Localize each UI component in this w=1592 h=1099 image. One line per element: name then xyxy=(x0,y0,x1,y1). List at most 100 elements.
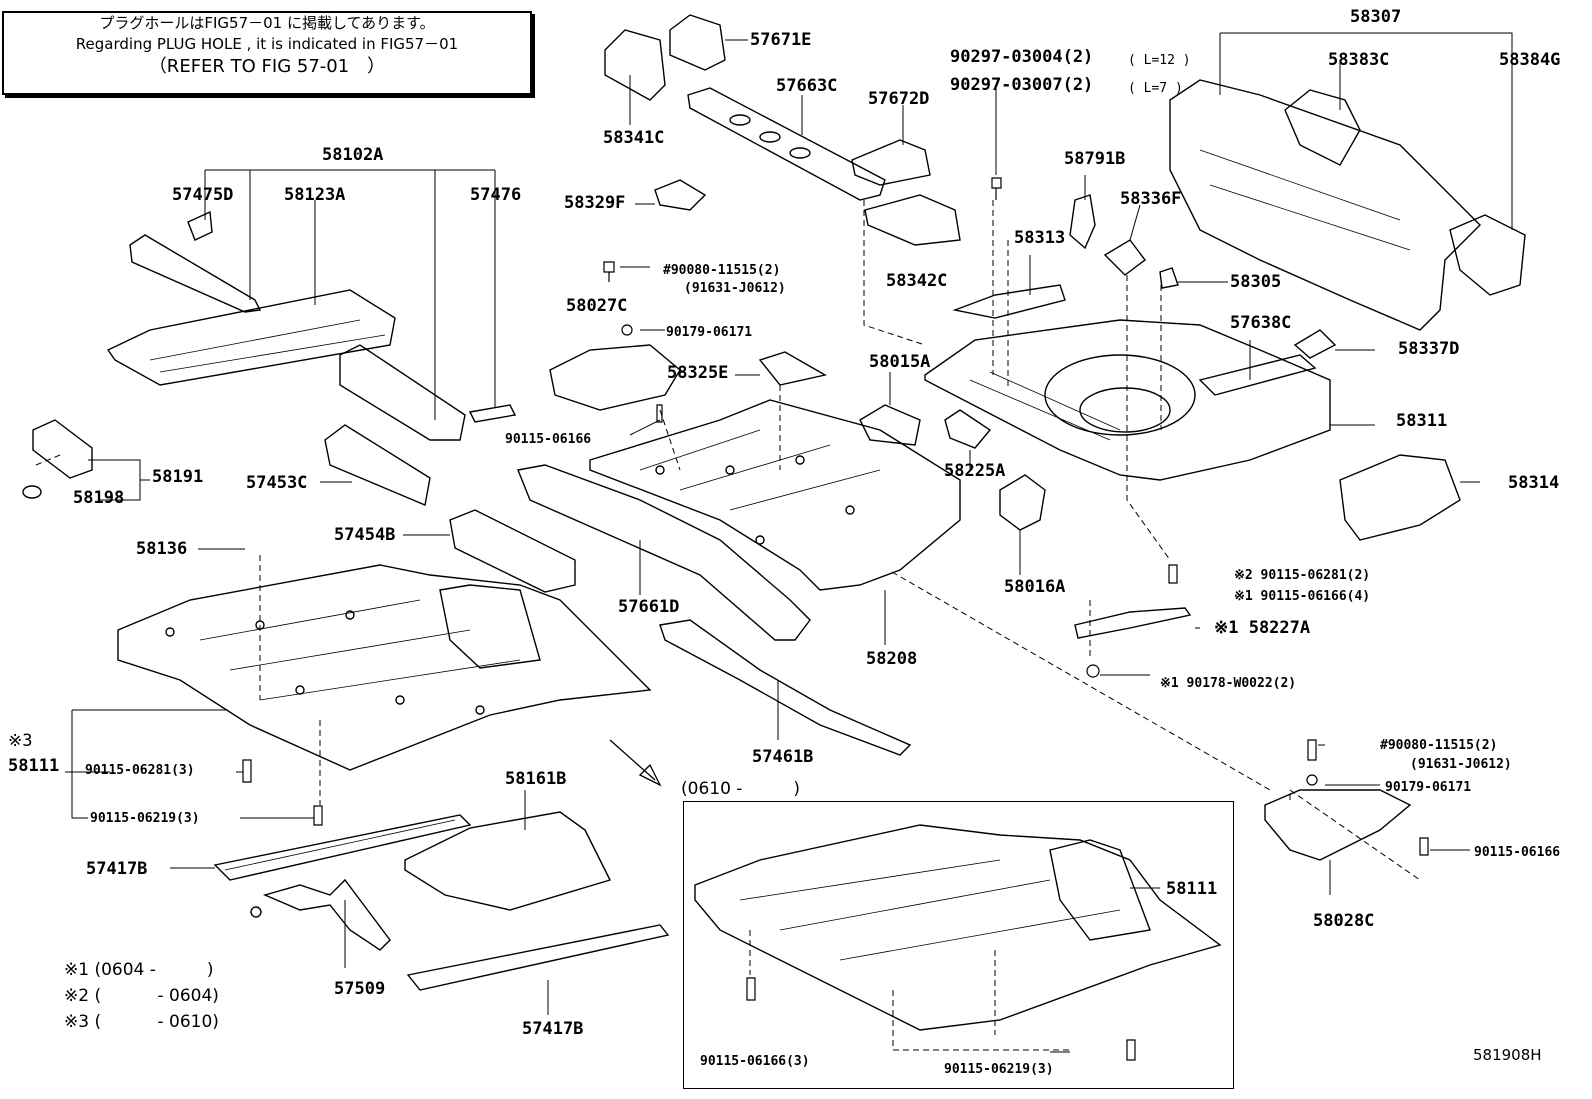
part-57461B xyxy=(659,619,912,756)
label-58102A: 58102A xyxy=(322,145,384,165)
footnote-3: ※3 ( - 0610) xyxy=(64,1012,219,1032)
label-57461B: 57461B xyxy=(752,747,814,767)
part-57638C xyxy=(1198,354,1317,396)
part-58027C xyxy=(549,344,681,411)
part-58227A xyxy=(1074,607,1192,639)
part-58337D xyxy=(1293,329,1337,359)
part-58325E xyxy=(758,351,827,386)
label-57638C: 57638C xyxy=(1230,313,1292,333)
note-line-refer: （REFER TO FIG 57-01 ） xyxy=(148,56,386,77)
part-57417B-b xyxy=(406,924,670,991)
label-58325E: 58325E xyxy=(667,363,729,383)
label-57476: 57476 xyxy=(470,185,522,205)
label-58305: 58305 xyxy=(1230,272,1282,292)
part-58313 xyxy=(952,284,1066,319)
part-57671E xyxy=(669,14,726,71)
part-58028C xyxy=(1264,789,1412,861)
label-90115-06281-3: 90115-06281(3) xyxy=(85,763,195,778)
label-90297-03004-length: ( L=12 ) xyxy=(1128,53,1191,68)
label-58123A: 58123A xyxy=(284,185,346,205)
part-58016A xyxy=(999,474,1046,531)
part-58384G xyxy=(1449,214,1526,296)
label-58342C: 58342C xyxy=(886,271,948,291)
label-57453C: 57453C xyxy=(246,473,308,493)
label-90297-03007: 90297-03007(2) xyxy=(950,75,1094,95)
part-58015A xyxy=(859,404,921,446)
part-58311-floor xyxy=(924,319,1331,481)
part-58336F xyxy=(1103,239,1146,276)
label-58227A: ※1 58227A xyxy=(1214,618,1311,638)
leader-lines xyxy=(65,32,1513,1053)
label-57454B: 57454B xyxy=(334,525,396,545)
label-58313: 58313 xyxy=(1014,228,1066,248)
label-58028C: 58028C xyxy=(1313,911,1375,931)
label-90115-06166-3: 90115-06166(3) xyxy=(700,1054,810,1069)
label-58198: 58198 xyxy=(73,488,125,508)
label-57672D: 57672D xyxy=(868,89,930,109)
label-90179-06171-a: 90179-06171 xyxy=(666,325,753,340)
label-90178-W0022: ※1 90178-W0022(2) xyxy=(1160,676,1297,691)
part-58208-floor xyxy=(589,399,961,591)
part-58102A-group xyxy=(106,210,517,441)
part-58307-panel xyxy=(1169,79,1481,331)
part-57663C xyxy=(687,87,886,201)
label-90115-06219-3-b: 90115-06219(3) xyxy=(944,1062,1054,1077)
label-58111: 58111 xyxy=(8,756,60,776)
part-57661D xyxy=(517,464,811,641)
label-58341C: 58341C xyxy=(603,128,665,148)
label-90179-06171-b: 90179-06171 xyxy=(1385,780,1472,795)
label-90080-11515-a: #90080-11515(2) xyxy=(663,263,781,278)
label-58136: 58136 xyxy=(136,539,188,559)
label-58384G: 58384G xyxy=(1499,50,1561,70)
label-58337D: 58337D xyxy=(1398,339,1460,359)
inset-range-label: (0610 - ) xyxy=(681,779,801,799)
note-line-english: Regarding PLUG HOLE , it is indicated in… xyxy=(75,35,459,53)
label-58161B: 58161B xyxy=(505,769,567,789)
label-58383C: 58383C xyxy=(1328,50,1390,70)
plug-hole-note: プラグホールはFIG57－01 に掲載してあります。 Regarding PLU… xyxy=(2,11,532,95)
part-58305 xyxy=(1159,267,1179,289)
label-57475D: 57475D xyxy=(172,185,234,205)
label-91631-J0612-b: (91631-J0612) xyxy=(1410,757,1512,772)
dashed-guide-lines xyxy=(35,200,1421,1051)
label-58225A: 58225A xyxy=(944,461,1006,481)
label-58791B: 58791B xyxy=(1064,149,1126,169)
part-58329F xyxy=(654,179,707,211)
label-57417B-b: 57417B xyxy=(522,1019,584,1039)
label-58111-footnote-mark: ※3 xyxy=(8,731,33,751)
part-58161B xyxy=(404,811,611,911)
part-58111-inset-floor xyxy=(694,824,1222,1031)
label-58016A: 58016A xyxy=(1004,577,1066,597)
part-57454B xyxy=(449,509,576,593)
part-58191 xyxy=(22,419,93,499)
part-57509 xyxy=(250,878,391,951)
label-90080-11515-b: #90080-11515(2) xyxy=(1380,738,1498,753)
label-57671E: 57671E xyxy=(750,30,812,50)
part-58225A xyxy=(944,409,992,449)
fasteners xyxy=(242,177,1429,1061)
part-57453C xyxy=(324,424,431,506)
part-58791B xyxy=(1069,194,1096,250)
label-90115-06219-3-a: 90115-06219(3) xyxy=(90,811,200,826)
label-91631-J0612-a: (91631-J0612) xyxy=(684,281,786,296)
part-58314 xyxy=(1339,454,1461,541)
label-90115-06166-a: 90115-06166 xyxy=(505,432,592,447)
label-58015A: 58015A xyxy=(869,352,931,372)
footnote-1: ※1 (0604 - ) xyxy=(64,960,214,980)
label-58311: 58311 xyxy=(1396,411,1448,431)
inset-arrow xyxy=(609,739,662,787)
label-58111-inset: 58111 xyxy=(1166,879,1218,899)
label-90115-06166-b: 90115-06166 xyxy=(1474,845,1561,860)
part-57417B-a xyxy=(213,814,472,881)
label-58191: 58191 xyxy=(152,467,204,487)
label-90297-03004: 90297-03004(2) xyxy=(950,47,1094,67)
inset-box xyxy=(683,801,1234,1089)
label-90115-06166-4: ※1 90115-06166(4) xyxy=(1234,589,1371,604)
part-58383C xyxy=(1284,89,1361,166)
figure-reference-code: 581908H xyxy=(1473,1046,1542,1064)
label-58027C: 58027C xyxy=(566,296,628,316)
part-58342C xyxy=(864,194,961,246)
label-57661D: 57661D xyxy=(618,597,680,617)
label-90297-03007-length: ( L=7 ) xyxy=(1128,81,1183,96)
